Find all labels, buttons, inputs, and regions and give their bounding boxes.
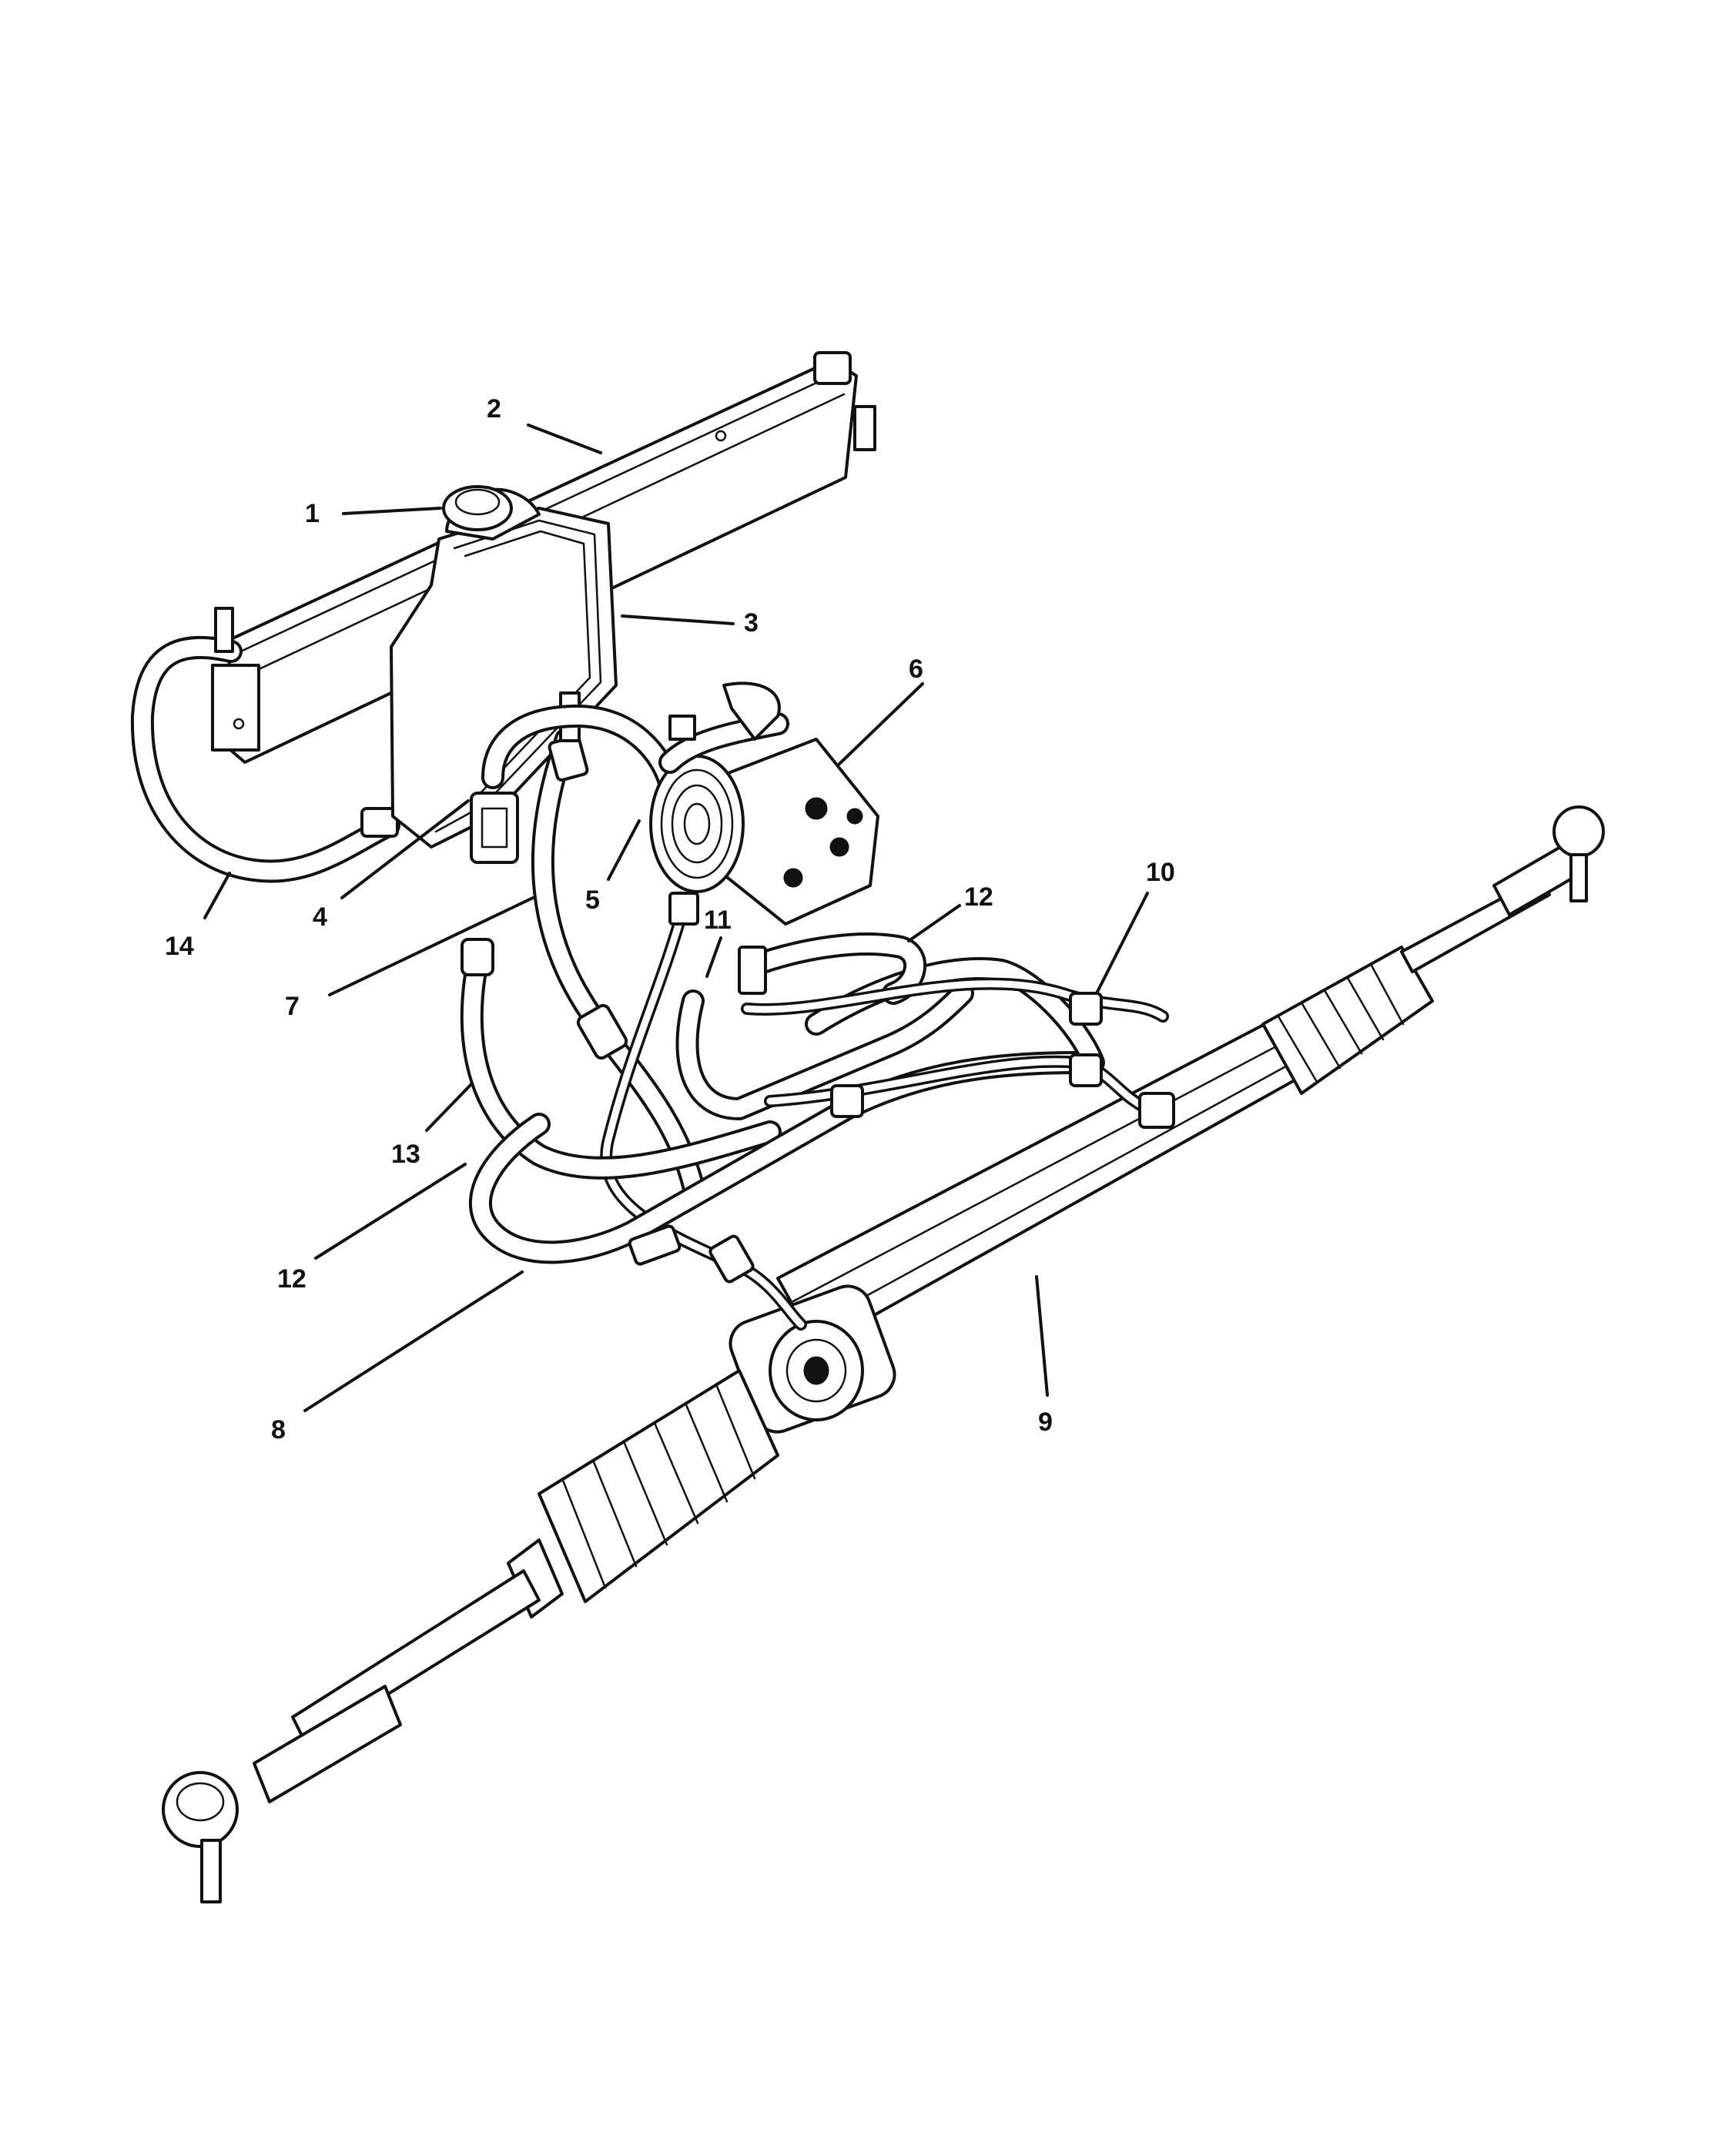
- callout-12a: 12: [964, 882, 993, 912]
- callout-6: 6: [909, 654, 923, 684]
- callout-7: 7: [285, 992, 300, 1021]
- reservoir-assembly: [390, 485, 618, 864]
- callout-14: 14: [165, 932, 194, 961]
- callout-labels: 1 2 3 4 5 6 7 8 9 10 11 12 12 13 14: [165, 394, 1175, 1445]
- callout-4: 4: [313, 902, 327, 932]
- callout-2: 2: [487, 394, 501, 424]
- supply-hose: [481, 705, 682, 797]
- callout-9: 9: [1038, 1408, 1053, 1437]
- callout-8: 8: [271, 1415, 286, 1445]
- steering-gear-rack: [162, 805, 1605, 1903]
- return-lines: [460, 932, 1175, 1266]
- cooler-return-hose: [130, 607, 400, 883]
- power-steering-pump: [649, 681, 879, 926]
- callout-11: 11: [704, 906, 732, 935]
- callout-12b: 12: [277, 1264, 306, 1294]
- callout-5: 5: [585, 886, 600, 915]
- pressure-line: [576, 892, 807, 1331]
- pressure-hose: [531, 691, 705, 1197]
- callout-10: 10: [1146, 858, 1175, 887]
- callout-1: 1: [305, 499, 320, 528]
- callout-13: 13: [391, 1140, 420, 1169]
- callout-3: 3: [744, 608, 759, 638]
- leader-lines: [203, 424, 1149, 1412]
